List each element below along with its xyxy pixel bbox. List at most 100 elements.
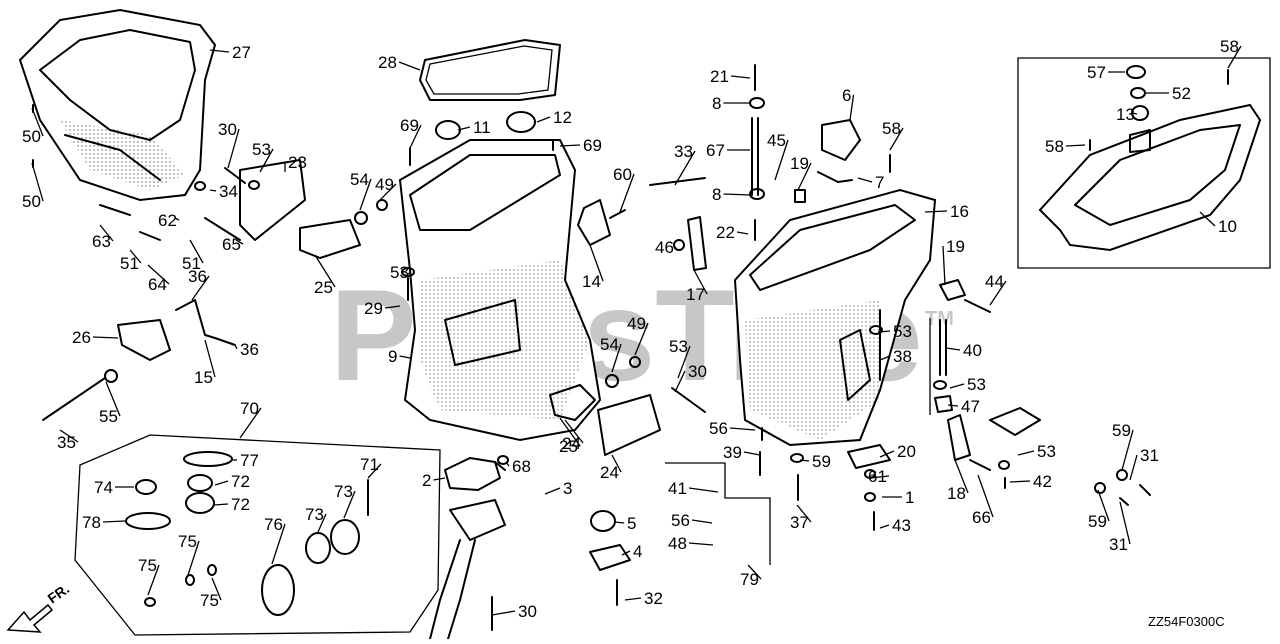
callout-25: 25 bbox=[559, 437, 578, 456]
leader-37 bbox=[796, 504, 812, 523]
leader-59 bbox=[1121, 429, 1134, 471]
callout-36: 36 bbox=[240, 340, 259, 359]
callout-66: 66 bbox=[972, 508, 991, 527]
callout-31: 31 bbox=[1109, 535, 1128, 554]
callout-7: 7 bbox=[875, 173, 884, 192]
leader-lines bbox=[31, 45, 1242, 616]
kit-70-parts bbox=[125, 451, 369, 616]
callout-53: 53 bbox=[1037, 442, 1056, 461]
callout-42: 42 bbox=[1033, 472, 1052, 491]
callout-78: 78 bbox=[82, 513, 101, 532]
leader-17 bbox=[693, 269, 708, 295]
leader-51 bbox=[189, 239, 204, 264]
callout-53: 53 bbox=[252, 140, 271, 159]
callout-64: 64 bbox=[148, 275, 167, 294]
leader-75 bbox=[211, 577, 222, 601]
leader-11 bbox=[457, 126, 471, 131]
callout-30: 30 bbox=[688, 362, 707, 381]
callout-53: 53 bbox=[390, 263, 409, 282]
callout-53: 53 bbox=[893, 322, 912, 341]
callout-16: 16 bbox=[950, 202, 969, 221]
callout-8: 8 bbox=[712, 94, 721, 113]
callout-69: 69 bbox=[400, 116, 419, 135]
leader-24 bbox=[564, 419, 584, 444]
callout-77: 77 bbox=[240, 451, 259, 470]
leader-71 bbox=[367, 463, 382, 479]
callout-72: 72 bbox=[231, 495, 250, 514]
part-28-gasket-inner bbox=[425, 45, 553, 95]
leader-38 bbox=[879, 355, 891, 361]
callout-49: 49 bbox=[375, 175, 394, 194]
callout-11: 11 bbox=[473, 118, 491, 137]
callout-13: 13 bbox=[1116, 105, 1135, 124]
leader-53 bbox=[407, 271, 412, 275]
callout-27: 27 bbox=[232, 43, 251, 62]
leader-4 bbox=[621, 550, 631, 556]
callout-71: 71 bbox=[360, 455, 379, 474]
leader-53 bbox=[949, 383, 965, 389]
leader-25 bbox=[314, 254, 336, 288]
callout-33: 33 bbox=[674, 142, 693, 161]
leader-27 bbox=[209, 49, 230, 53]
leader-34 bbox=[209, 189, 217, 192]
callout-30: 30 bbox=[218, 120, 237, 139]
leader-55 bbox=[105, 381, 121, 417]
leader-54 bbox=[611, 343, 622, 373]
callout-54: 54 bbox=[600, 335, 619, 354]
callout-3: 3 bbox=[563, 479, 572, 498]
callout-19: 19 bbox=[790, 154, 809, 173]
callout-67: 67 bbox=[706, 141, 725, 160]
callout-52: 52 bbox=[1172, 84, 1191, 103]
leader-15 bbox=[204, 339, 216, 378]
leader-50 bbox=[31, 107, 44, 137]
callout-63: 63 bbox=[92, 232, 111, 251]
leader-53 bbox=[1017, 450, 1035, 456]
callout-74: 74 bbox=[94, 478, 113, 497]
leader-56 bbox=[691, 519, 713, 524]
callout-69: 69 bbox=[583, 136, 602, 155]
callout-53: 53 bbox=[967, 375, 986, 394]
leader-53 bbox=[259, 148, 274, 173]
callout-24: 24 bbox=[600, 463, 619, 482]
leader-30 bbox=[227, 128, 240, 169]
callout-31: 31 bbox=[1140, 446, 1159, 465]
diagram-code: ZZ54F0300C bbox=[1148, 614, 1225, 629]
leader-29 bbox=[384, 305, 401, 309]
part-28-gasket bbox=[419, 39, 561, 101]
leader-51 bbox=[129, 249, 142, 264]
leader-61 bbox=[869, 475, 890, 479]
leader-46 bbox=[674, 246, 677, 249]
leader-5 bbox=[614, 521, 625, 524]
callout-55: 55 bbox=[99, 407, 118, 426]
leader-58 bbox=[1227, 45, 1242, 69]
callout-4: 4 bbox=[633, 542, 642, 561]
leader-76 bbox=[271, 523, 286, 565]
callout-59: 59 bbox=[1112, 421, 1131, 440]
callout-6: 6 bbox=[842, 86, 851, 105]
leader-18 bbox=[954, 459, 969, 494]
leader-9 bbox=[399, 355, 411, 359]
callout-72: 72 bbox=[231, 472, 250, 491]
leader-16 bbox=[924, 210, 948, 213]
callout-47: 47 bbox=[961, 397, 980, 416]
leader-13 bbox=[1131, 112, 1138, 115]
callout-14: 14 bbox=[582, 272, 601, 291]
callout-73: 73 bbox=[334, 482, 353, 501]
leader-42 bbox=[1009, 480, 1031, 483]
leader-6 bbox=[849, 94, 855, 121]
callout-46: 46 bbox=[655, 238, 674, 257]
callout-48: 48 bbox=[668, 534, 687, 553]
leader-79 bbox=[747, 564, 762, 580]
callout-35: 35 bbox=[57, 433, 76, 452]
leader-7 bbox=[857, 177, 873, 183]
leader-30 bbox=[674, 370, 686, 393]
callout-60: 60 bbox=[613, 165, 632, 184]
callout-54: 54 bbox=[350, 170, 369, 189]
leader-78 bbox=[102, 520, 126, 523]
leader-72 bbox=[213, 503, 229, 506]
leader-72 bbox=[214, 480, 229, 486]
callout-59: 59 bbox=[1088, 512, 1107, 531]
callout-30: 30 bbox=[518, 602, 537, 621]
callout-32: 32 bbox=[644, 589, 663, 608]
